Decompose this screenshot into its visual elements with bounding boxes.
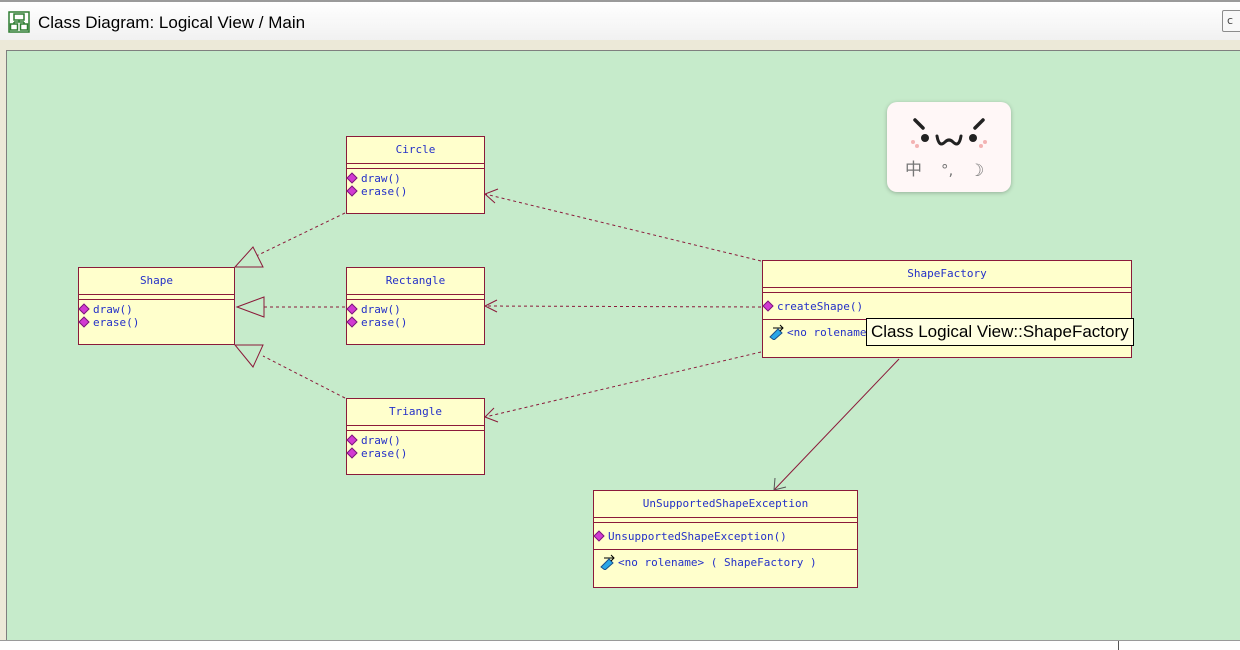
scrollbar-divider xyxy=(1118,641,1119,650)
operation-item: draw() xyxy=(346,434,484,447)
operation-item: erase() xyxy=(346,316,484,329)
window-title: Class Diagram: Logical View / Main xyxy=(38,13,306,32)
operation-item: UnsupportedShapeException() xyxy=(593,530,857,543)
class-tooltip: Class Logical View::ShapeFactory xyxy=(866,318,1134,346)
operation-item: draw() xyxy=(346,172,484,185)
operations-compartment: draw() erase() xyxy=(346,299,484,329)
operation-icon xyxy=(346,316,358,328)
association-factory-exception xyxy=(773,358,900,491)
operation-icon xyxy=(346,447,358,459)
realization-triangle-shape xyxy=(262,355,346,399)
operation-icon xyxy=(346,172,358,184)
attributes-compartment xyxy=(79,294,234,299)
dependency-factory-circle xyxy=(484,193,762,262)
operation-icon xyxy=(346,434,358,446)
association-icon xyxy=(769,324,784,340)
diagram-canvas[interactable]: Shape draw() erase() Circle draw() erase… xyxy=(6,50,1240,649)
dependency-factory-triangle xyxy=(484,351,762,418)
operation-item: erase() xyxy=(346,185,484,198)
operation-item: createShape() xyxy=(762,300,1131,313)
emoticon-face-icon: 中 °, ☽ xyxy=(905,118,987,181)
operation-icon xyxy=(78,303,90,315)
diagram-title-bar: Class Diagram: Logical View / Main c xyxy=(0,0,1240,40)
dependency-head-triangle xyxy=(484,407,499,423)
operation-item: draw() xyxy=(346,303,484,316)
ime-halfwidth-glyph: ☽ xyxy=(969,161,984,181)
realization-head-top xyxy=(233,246,264,268)
attributes-compartment xyxy=(347,425,484,430)
operation-icon xyxy=(346,303,358,315)
operation-icon xyxy=(78,316,90,328)
operations-compartment: createShape() xyxy=(762,292,1131,319)
association-role-item: <no rolename> ( ShapeFactory ) xyxy=(594,549,857,570)
attributes-compartment xyxy=(347,163,484,168)
relationship-lines xyxy=(233,188,900,491)
attributes-compartment xyxy=(763,287,1131,292)
ime-status-popup[interactable]: 中 °, ☽ xyxy=(887,102,1011,192)
attributes-compartment xyxy=(594,517,857,522)
class-rectangle[interactable]: Rectangle draw() erase() xyxy=(346,267,485,345)
window-corner-button[interactable]: c xyxy=(1222,10,1240,32)
operations-compartment: draw() erase() xyxy=(346,168,484,198)
realization-circle-shape xyxy=(251,212,346,259)
class-unsupported-shape-exception[interactable]: UnSupportedShapeException UnsupportedSha… xyxy=(593,490,858,588)
operation-icon xyxy=(346,185,358,197)
dependency-head-circle xyxy=(484,188,499,204)
class-triangle-name: Triangle xyxy=(389,405,442,418)
class-shape-factory-name: ShapeFactory xyxy=(907,267,987,280)
operations-compartment: draw() erase() xyxy=(78,299,234,329)
class-exception-name: UnSupportedShapeException xyxy=(642,497,809,510)
operations-compartment: UnsupportedShapeException() xyxy=(593,522,857,549)
operation-item: erase() xyxy=(346,447,484,460)
class-rectangle-name: Rectangle xyxy=(385,274,446,287)
realization-head-bottom xyxy=(233,344,264,368)
class-triangle[interactable]: Triangle draw() erase() xyxy=(346,398,485,475)
corner-button-label: c xyxy=(1227,14,1234,27)
realization-head-middle xyxy=(235,296,265,318)
operation-item: draw() xyxy=(78,303,234,316)
operation-item: erase() xyxy=(78,316,234,329)
class-circle-name: Circle xyxy=(395,143,436,156)
attributes-compartment xyxy=(347,294,484,299)
operations-compartment: draw() erase() xyxy=(346,430,484,460)
horizontal-scrollbar[interactable] xyxy=(0,640,1240,650)
dependency-factory-rectangle xyxy=(484,305,762,308)
class-circle[interactable]: Circle draw() erase() xyxy=(346,136,485,214)
class-shape-name: Shape xyxy=(139,274,174,287)
dependency-head-rectangle xyxy=(483,299,498,313)
operation-icon xyxy=(762,300,774,312)
operation-icon xyxy=(593,530,605,542)
association-icon xyxy=(600,554,615,570)
class-diagram-icon xyxy=(8,11,30,33)
ime-punct-glyph: °, xyxy=(941,161,953,179)
class-shape[interactable]: Shape draw() erase() xyxy=(78,267,235,345)
ime-mode-glyph: 中 xyxy=(905,160,922,180)
